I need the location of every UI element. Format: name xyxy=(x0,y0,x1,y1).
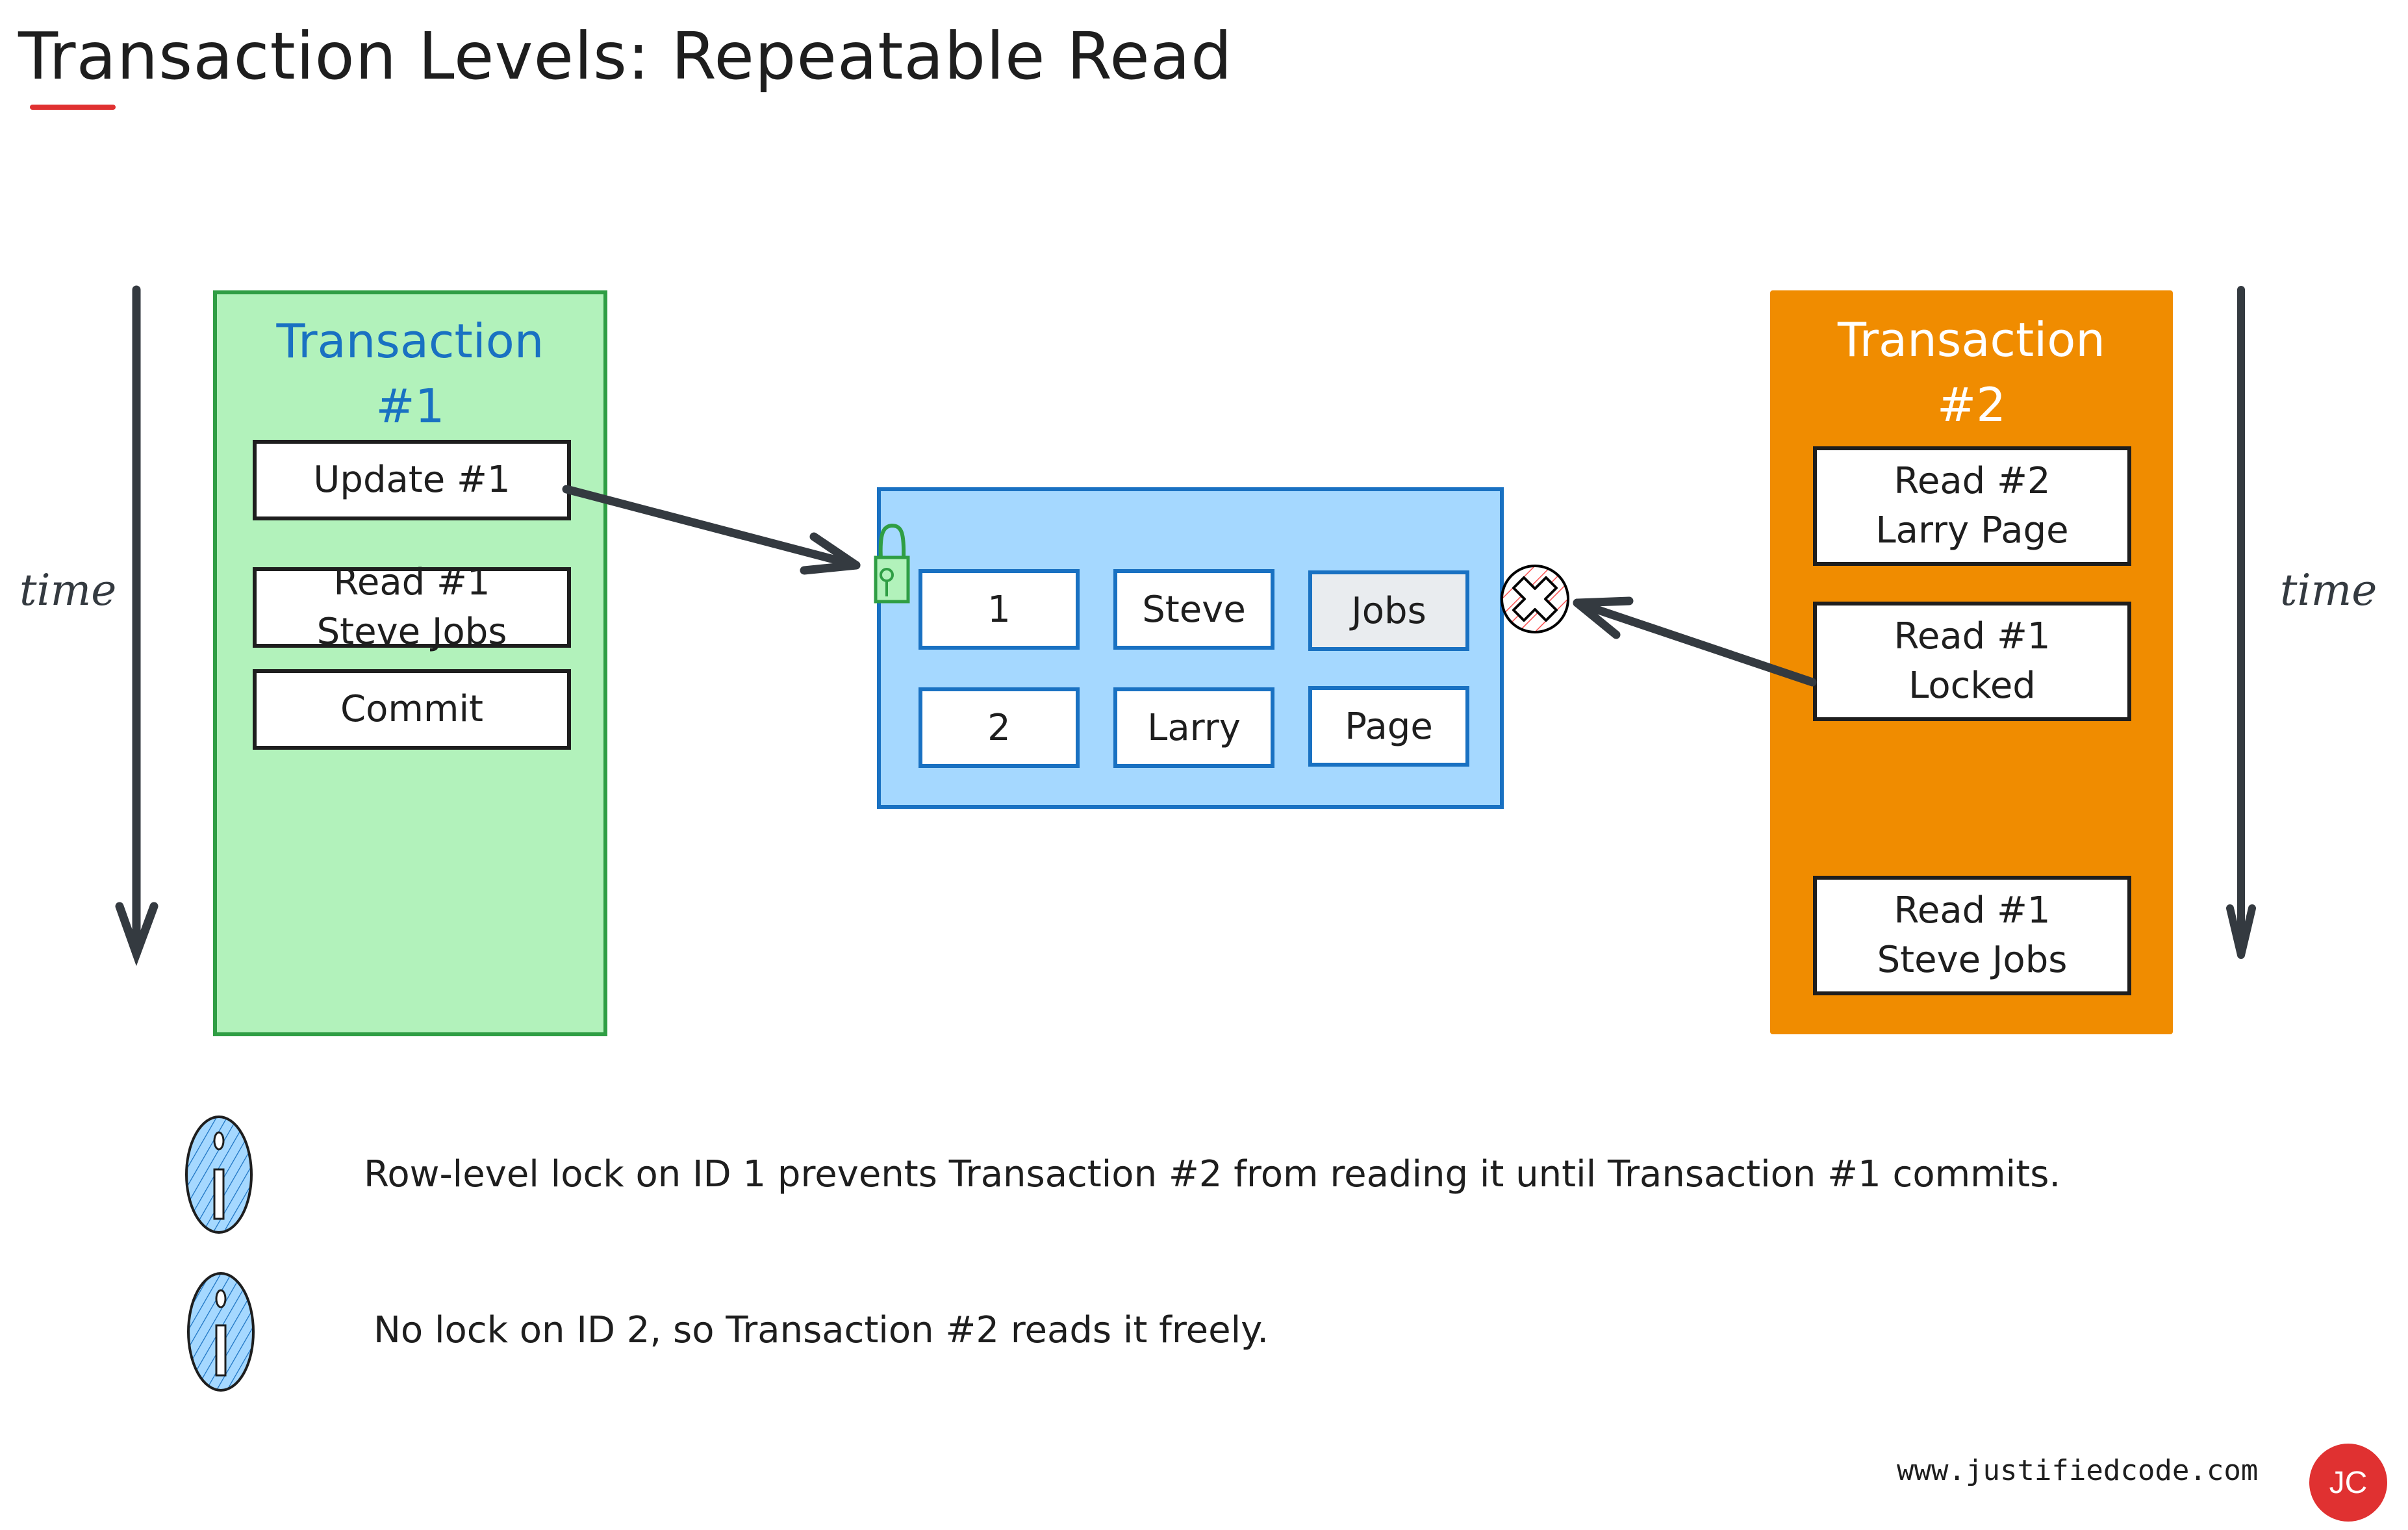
footer-url[interactable]: www.justifiedcode.com xyxy=(1897,1454,2259,1487)
transaction-1-title-line1: Transaction xyxy=(276,314,544,368)
brand-logo: JC xyxy=(2309,1444,2387,1522)
t2-op-read-1-final-line2: Steve Jobs xyxy=(1877,939,2068,981)
table-cell-row2-first: Larry xyxy=(1113,687,1274,768)
cell-text: Larry xyxy=(1147,706,1241,749)
t1-op-commit: Commit xyxy=(253,669,571,750)
t2-op-read-1-final-line1: Read #1 xyxy=(1894,889,2051,932)
t1-op-commit-label: Commit xyxy=(340,688,483,730)
database-table: 1 Steve Jobs 2 Larry Page xyxy=(877,487,1504,809)
cell-text: 2 xyxy=(987,706,1011,749)
blocked-x-icon xyxy=(1501,565,1569,633)
time-arrow-right xyxy=(2226,286,2256,959)
t1-op-update-label: Update #1 xyxy=(313,459,511,501)
note-no-lock: No lock on ID 2, so Transaction #2 reads… xyxy=(374,1309,1269,1351)
table-cell-row1-id: 1 xyxy=(919,569,1080,650)
brand-logo-text: JC xyxy=(2329,1465,2368,1500)
transaction-1-panel: Transaction #1 Update #1 Read #1 Steve J… xyxy=(213,290,607,1036)
t1-op-read-line2: Steve Jobs xyxy=(316,611,507,653)
t2-op-read-1-locked-line2: Locked xyxy=(1908,665,2036,707)
transaction-2-title-line1: Transaction xyxy=(1838,312,2105,367)
table-cell-row1-first: Steve xyxy=(1113,569,1274,650)
t1-op-read-line1: Read #1 xyxy=(333,561,490,604)
t2-op-read-1-locked: Read #1 Locked xyxy=(1813,602,2131,721)
t2-op-read-2-line2: Larry Page xyxy=(1875,509,2069,552)
diagram-title: Transaction Levels: Repeatable Read xyxy=(18,18,1233,94)
transaction-1-title-line2: #1 xyxy=(375,379,445,433)
t2-op-read-2: Read #2 Larry Page xyxy=(1813,446,2131,566)
t2-op-read-1-final: Read #1 Steve Jobs xyxy=(1813,876,2131,995)
update-arrow xyxy=(562,485,861,575)
table-cell-row2-id: 2 xyxy=(919,687,1080,768)
time-arrow-left xyxy=(115,285,158,967)
t2-op-read-2-line1: Read #2 xyxy=(1894,460,2051,502)
table-cell-row1-last: Jobs xyxy=(1308,570,1469,651)
time-label-left: time xyxy=(19,565,117,615)
transaction-2-title-line2: #2 xyxy=(1936,377,2007,432)
info-icon xyxy=(185,1116,253,1234)
t1-op-read: Read #1 Steve Jobs xyxy=(253,561,571,653)
note-row-lock: Row-level lock on ID 1 prevents Transact… xyxy=(364,1153,2061,1195)
cell-text: Steve xyxy=(1142,588,1246,631)
cell-text: 1 xyxy=(987,588,1011,631)
title-underline xyxy=(30,105,116,110)
cell-text: Jobs xyxy=(1351,589,1426,632)
table-cell-row2-last: Page xyxy=(1308,686,1469,767)
time-label-right: time xyxy=(2280,565,2377,615)
t2-op-read-1-locked-line1: Read #1 xyxy=(1894,615,2051,657)
info-icon xyxy=(187,1272,255,1392)
transaction-2-panel: Transaction #2 Read #2 Larry Page Read #… xyxy=(1770,290,2173,1034)
transaction-2-title: Transaction #2 xyxy=(1770,307,2173,437)
cell-text: Page xyxy=(1345,705,1433,748)
transaction-1-title: Transaction #1 xyxy=(217,309,603,439)
t1-op-update: Update #1 xyxy=(253,440,571,520)
